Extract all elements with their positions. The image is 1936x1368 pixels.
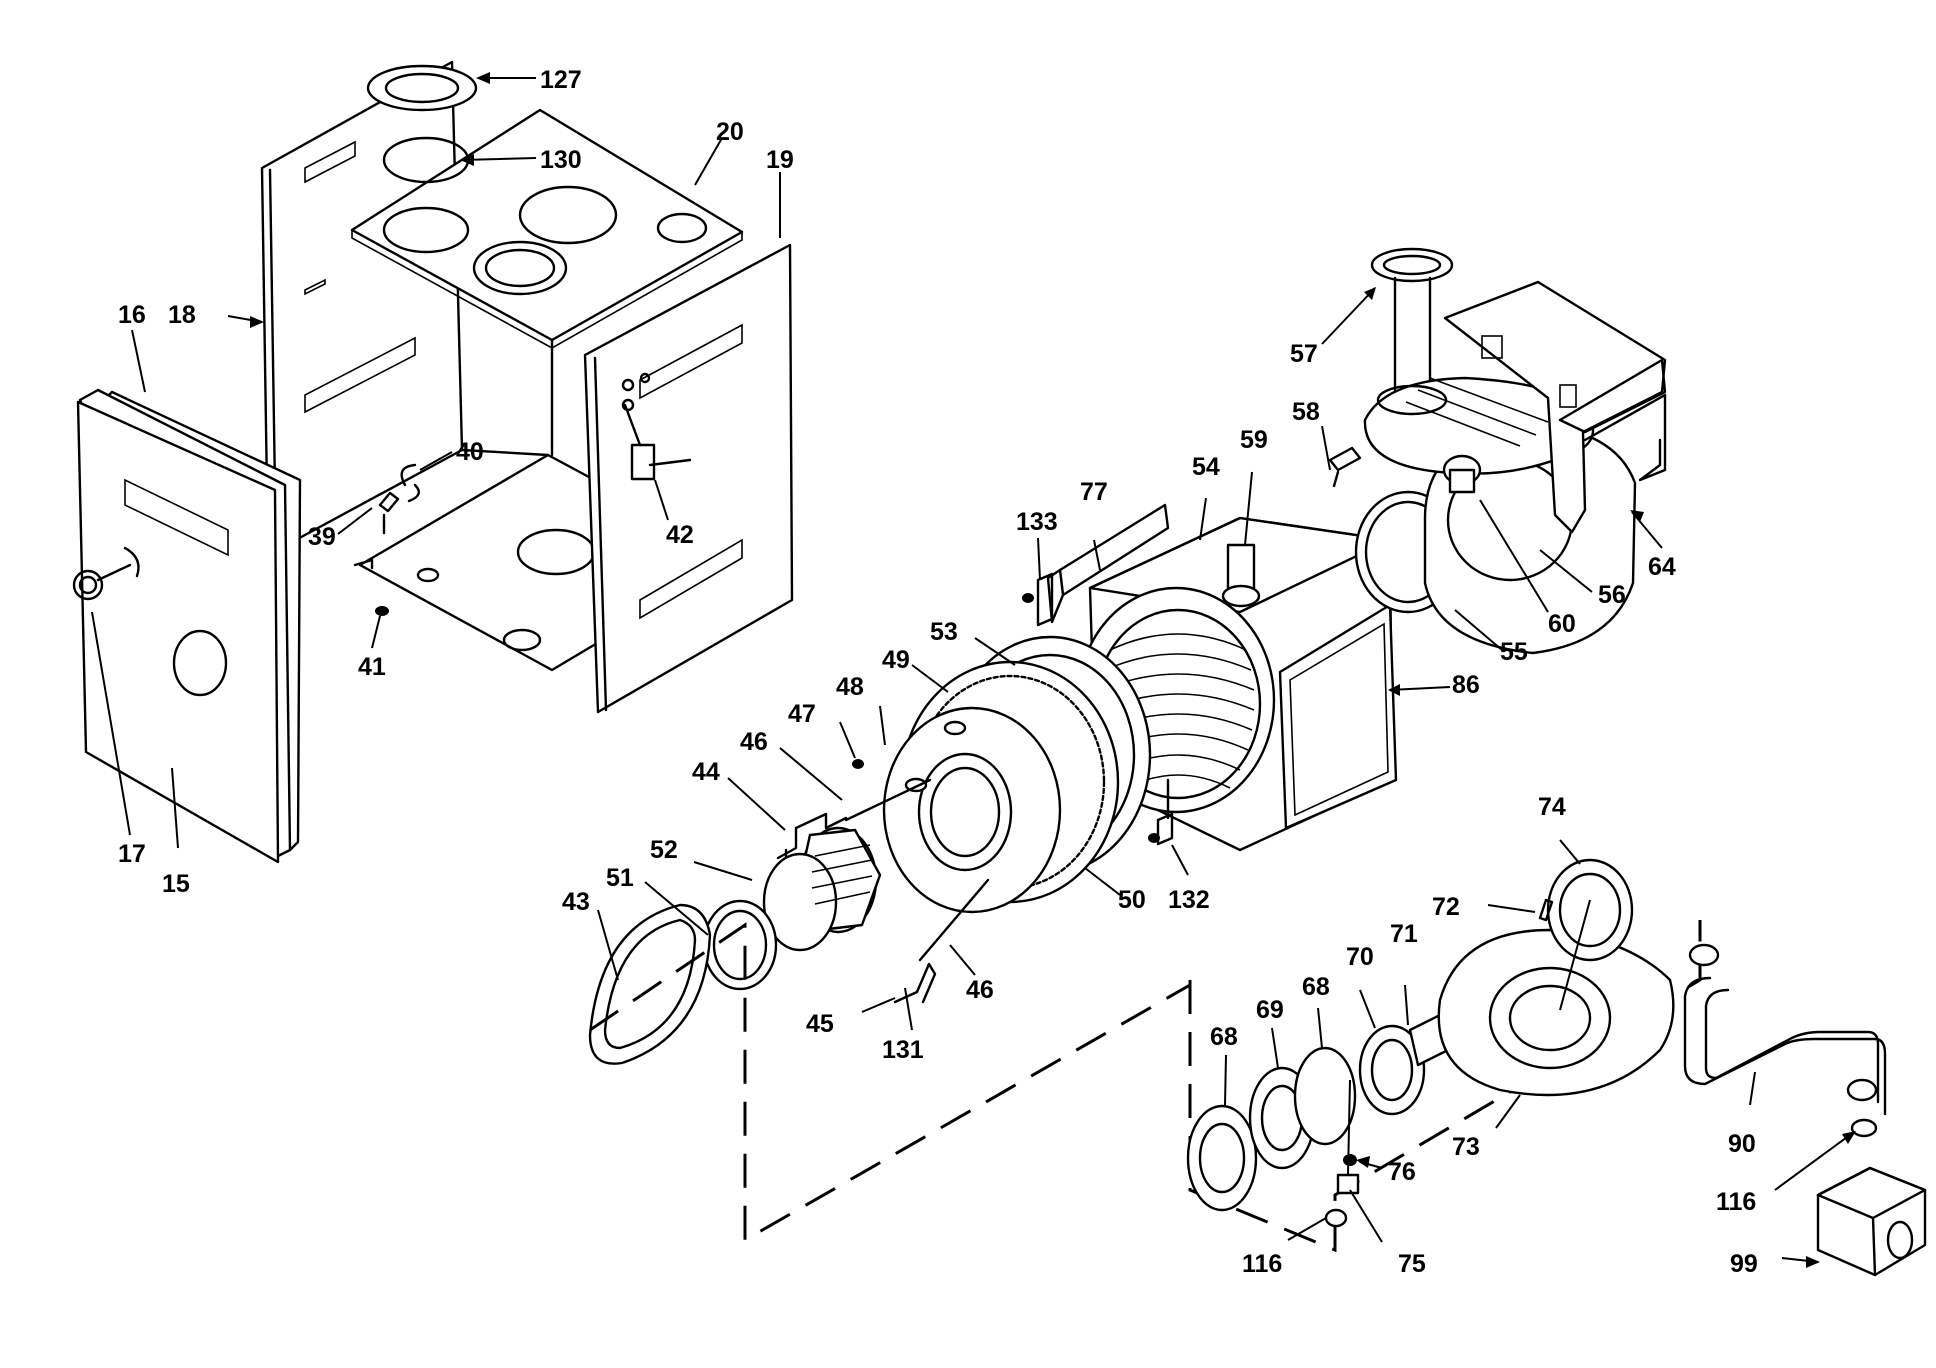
arrowheads bbox=[250, 72, 1856, 1268]
part-58 bbox=[1328, 446, 1362, 488]
venturi bbox=[1358, 1024, 1426, 1116]
callout-40: 40 bbox=[456, 438, 484, 466]
callout-18: 18 bbox=[168, 301, 196, 329]
flue-collar bbox=[366, 64, 478, 112]
callout-75: 75 bbox=[1398, 1250, 1426, 1278]
shroud bbox=[1443, 280, 1667, 534]
callout-53: 53 bbox=[930, 618, 958, 646]
part-41 bbox=[375, 606, 389, 616]
callout-86: 86 bbox=[1452, 671, 1480, 699]
callout-15: 15 bbox=[162, 870, 190, 898]
callout-48: 48 bbox=[836, 673, 864, 701]
callout-44: 44 bbox=[692, 758, 720, 786]
callout-72: 72 bbox=[1432, 893, 1460, 921]
callout-74: 74 bbox=[1538, 793, 1566, 821]
cabinet-frame bbox=[72, 60, 794, 864]
callout-46a: 46 bbox=[740, 728, 768, 756]
callout-46b: 46 bbox=[966, 976, 994, 1004]
callout-43: 43 bbox=[562, 888, 590, 916]
blower-group bbox=[1186, 858, 1927, 1277]
callout-19: 19 bbox=[766, 146, 794, 174]
callout-73: 73 bbox=[1452, 1133, 1480, 1161]
part-39 bbox=[378, 491, 400, 535]
inducer-top bbox=[1363, 376, 1595, 475]
callout-70: 70 bbox=[1346, 943, 1374, 971]
callout-76: 76 bbox=[1388, 1158, 1416, 1186]
heat-exchanger-group bbox=[1022, 247, 1667, 852]
callout-51: 51 bbox=[606, 864, 634, 892]
callout-99: 99 bbox=[1730, 1250, 1758, 1278]
callout-52: 52 bbox=[650, 836, 678, 864]
callout-49: 49 bbox=[882, 646, 910, 674]
callout-68a: 68 bbox=[1210, 1023, 1238, 1051]
callout-50: 50 bbox=[1118, 886, 1146, 914]
callout-133: 133 bbox=[1016, 508, 1058, 536]
callout-69: 69 bbox=[1256, 996, 1284, 1024]
callout-47: 47 bbox=[788, 700, 816, 728]
callout-116a: 116 bbox=[1242, 1250, 1282, 1278]
callout-127: 127 bbox=[540, 66, 582, 94]
gasket-68b bbox=[1293, 1046, 1357, 1146]
collector bbox=[1278, 603, 1398, 830]
callout-labels: 127 130 20 19 18 16 40 39 42 41 17 15 57… bbox=[118, 66, 1758, 1278]
leader-lines bbox=[91, 77, 1855, 1263]
callout-130: 130 bbox=[540, 146, 582, 174]
callout-17: 17 bbox=[118, 840, 146, 868]
callout-39: 39 bbox=[308, 523, 336, 551]
callout-77: 77 bbox=[1080, 478, 1108, 506]
flame-sensor bbox=[893, 878, 990, 1004]
callout-42: 42 bbox=[666, 521, 694, 549]
callout-54: 54 bbox=[1192, 453, 1220, 481]
callout-16: 16 bbox=[118, 301, 146, 329]
flue-pipe bbox=[1370, 247, 1454, 283]
callout-68b: 68 bbox=[1302, 973, 1330, 1001]
callout-64: 64 bbox=[1648, 553, 1676, 581]
gas-pipe bbox=[1683, 976, 1887, 1116]
front-panel bbox=[76, 400, 280, 864]
callout-116b: 116 bbox=[1716, 1188, 1756, 1216]
burner-group bbox=[588, 635, 1152, 1065]
callout-71: 71 bbox=[1390, 920, 1418, 948]
callout-132: 132 bbox=[1168, 886, 1210, 914]
burner-cover bbox=[588, 903, 712, 1065]
burner-plate bbox=[882, 706, 1062, 914]
callout-60: 60 bbox=[1548, 610, 1576, 638]
callout-90: 90 bbox=[1728, 1130, 1756, 1158]
callout-59: 59 bbox=[1240, 426, 1268, 454]
callout-56: 56 bbox=[1598, 581, 1626, 609]
side-panel bbox=[583, 243, 794, 714]
callout-58: 58 bbox=[1292, 398, 1320, 426]
callout-45: 45 bbox=[806, 1010, 834, 1038]
part-40 bbox=[400, 463, 421, 503]
gasket-68a bbox=[1186, 1104, 1258, 1212]
callout-57: 57 bbox=[1290, 340, 1318, 368]
callout-131: 131 bbox=[882, 1036, 924, 1064]
blower bbox=[1437, 928, 1675, 1097]
callout-41: 41 bbox=[358, 653, 386, 681]
callout-55: 55 bbox=[1500, 638, 1528, 666]
callout-20: 20 bbox=[716, 118, 744, 146]
